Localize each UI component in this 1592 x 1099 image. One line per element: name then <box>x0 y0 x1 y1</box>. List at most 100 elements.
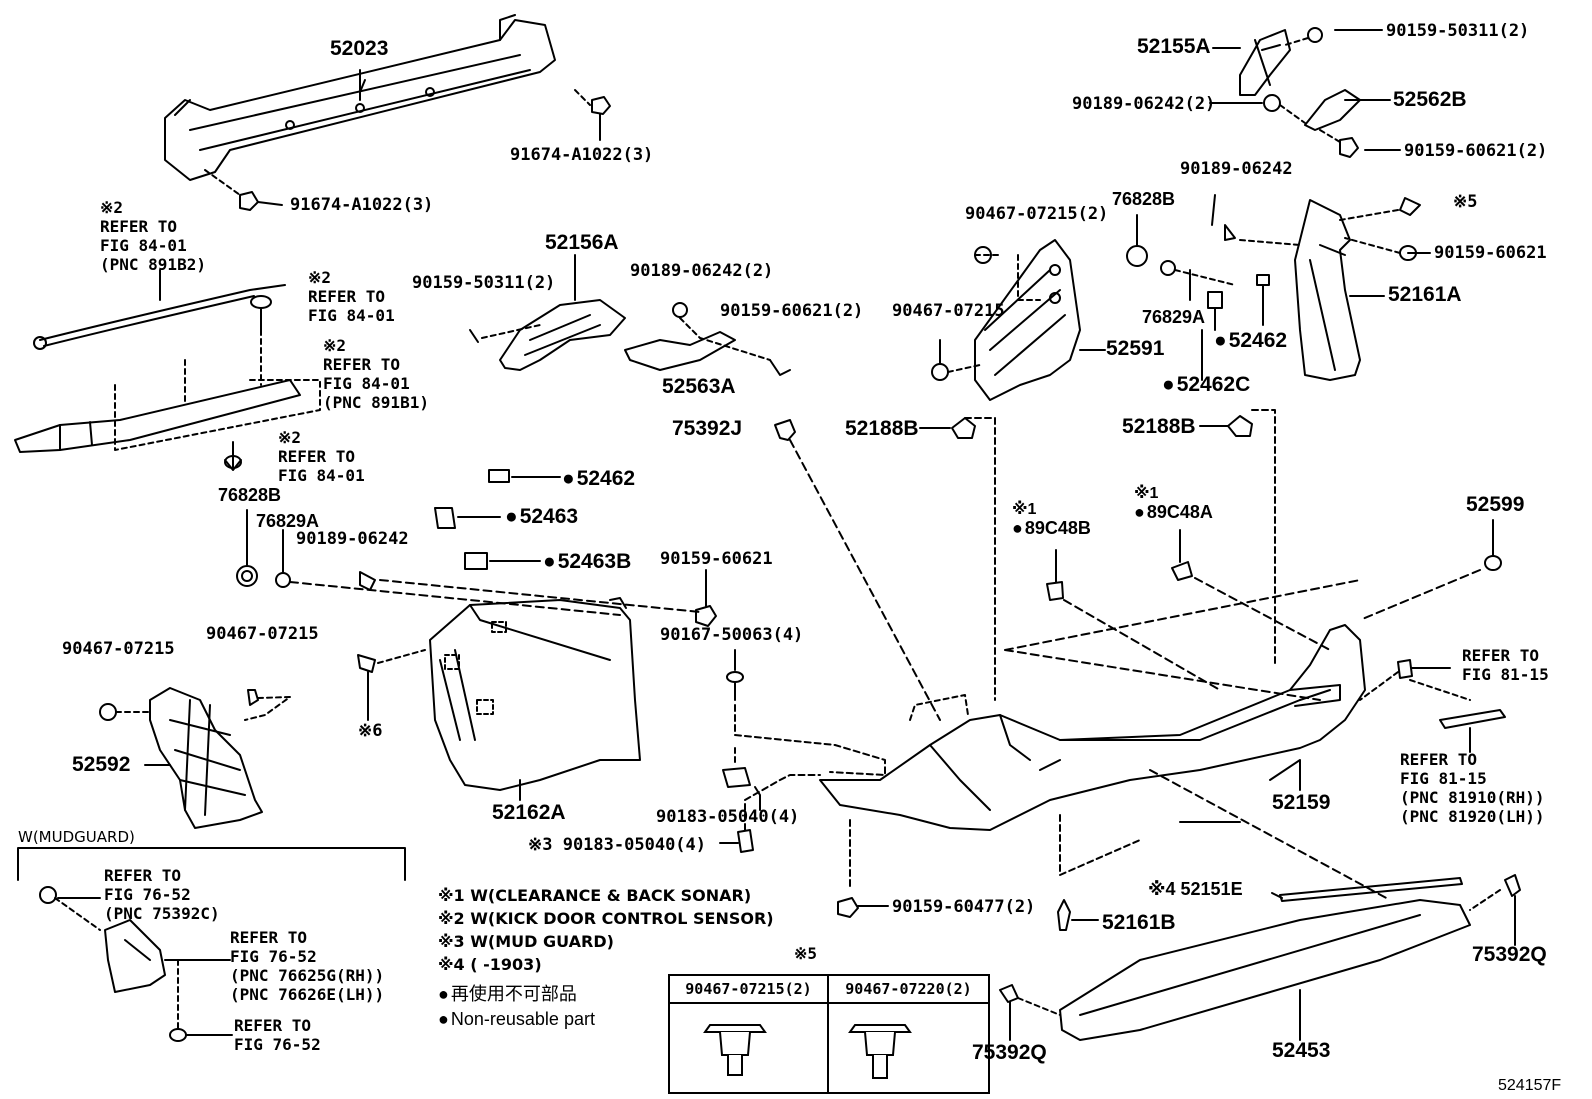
part-number: 89C48B <box>1012 519 1091 538</box>
part-label-52155a: 52155A <box>1137 35 1211 58</box>
part-label-90183-05040-b: ※3 90183-05040(4) <box>528 835 707 855</box>
ref-line: REFER TO <box>104 866 182 885</box>
part-label-90467-07215-upper: 90467-07215 <box>892 301 1005 321</box>
ref-line: REFER TO <box>308 287 386 306</box>
ref-line: (PNC 891B2) <box>100 255 206 274</box>
clip-fig81 <box>1359 659 1506 753</box>
part-label-90159-50311-mid: 90159-50311(2) <box>412 273 556 293</box>
part-label-52592: 52592 <box>72 753 131 776</box>
ref-line: FIG 76-52 <box>230 947 317 966</box>
grommet-76829A-right <box>1160 260 1236 301</box>
ref-line: REFER TO <box>323 355 401 374</box>
ref-line: FIG 84-01 <box>323 374 410 393</box>
part-52462-mid <box>488 469 561 483</box>
part-52462-right <box>1201 274 1270 381</box>
ref-line: FIG 84-01 <box>100 236 187 255</box>
part-label-90159-60621-2-right: 90159-60621(2) <box>1404 141 1548 161</box>
bumper-reinforcement-52023 <box>164 14 556 181</box>
part-label-90189-06242-mid: 90189-06242 <box>296 529 409 549</box>
screw-90167 <box>726 649 886 776</box>
fastener-table: 90467-07215(2) 90467-07220(2) <box>668 974 990 1094</box>
bracket-52155A <box>1239 27 1323 96</box>
grommet-76829A-left <box>275 529 621 616</box>
part-label-52562b: 52562B <box>1393 88 1467 111</box>
grommet-76828B-left <box>236 509 258 587</box>
part-label-90159-60621-right: 90159-60621 <box>1434 243 1547 263</box>
ref-asterisk: ※2 <box>278 428 302 447</box>
part-52463 <box>434 507 501 529</box>
note-3: ※3 W(MUD GUARD) <box>438 932 614 951</box>
ref-asterisk: ※2 <box>323 336 347 355</box>
part-label-52188b-right: 52188B <box>1122 415 1196 438</box>
legend-non-reusable-jp: 再使用不可部品 <box>438 985 577 1004</box>
screw-52599 <box>1359 519 1502 621</box>
part-label-52161b: 52161B <box>1102 911 1176 934</box>
bracket-52591 <box>931 239 1081 401</box>
part-label-52023: 52023 <box>330 37 389 60</box>
part-52463B <box>464 552 541 570</box>
part-label-90467-07215-2-upper: 90467-07215(2) <box>965 204 1109 224</box>
bracket-52156A <box>469 254 626 371</box>
sonar-89C48B <box>1046 549 1221 691</box>
bracket-52592 <box>99 687 291 829</box>
fastener-table-col-1: 90467-07215(2) <box>670 976 827 1004</box>
part-label-52156a: 52156A <box>545 231 619 254</box>
fastener-table-col-2: 90467-07220(2) <box>829 976 988 1004</box>
part-label-76829a-right: 76829A <box>1142 307 1206 327</box>
part-label-76829a-left: 76829A <box>256 511 320 531</box>
part-label-52462c: 52462C <box>1162 374 1251 396</box>
part-label-52462-right: 52462 <box>1214 330 1287 352</box>
reference-fig84-clip: ※2 REFER TO FIG 84-01 <box>308 268 395 325</box>
part-label-91674-a1022-top: 91674-A1022(3) <box>510 145 654 165</box>
ref-line: (PNC 76625G(RH)) <box>230 966 385 985</box>
part-label-52591: 52591 <box>1106 337 1165 360</box>
part-label-52151e: ※4 52151E <box>1148 879 1243 899</box>
part-label-52159: 52159 <box>1272 791 1331 814</box>
mudguard-section-title: W(MUDGUARD) <box>18 828 135 846</box>
ref-line: FIG 76-52 <box>234 1035 321 1054</box>
part-label-90467-07215-left2: 90467-07215 <box>206 624 319 644</box>
part-label-52463b: 52463B <box>543 551 632 573</box>
ref-line: (PNC 81920(LH)) <box>1400 807 1545 826</box>
reference-mudguard-top: REFER TO FIG 76-52 (PNC 75392C) <box>104 866 220 923</box>
ref-line: REFER TO <box>1462 646 1540 665</box>
screw-asterisk6 <box>357 649 426 721</box>
note-4: ※4 ( -1903) <box>438 955 542 974</box>
bolt-90159-60477 <box>837 897 889 918</box>
part-label-76828b-left: 76828B <box>218 485 282 505</box>
legend-non-reusable-en: Non-reusable part <box>438 1010 595 1029</box>
part-label-asterisk6: ※6 <box>358 721 383 741</box>
ref-asterisk: ※2 <box>308 268 332 287</box>
part-label-90159-60477: 90159-60477(2) <box>892 897 1036 917</box>
part-label-52462-mid: 52462 <box>562 468 635 490</box>
note-2: ※2 W(KICK DOOR CONTROL SENSOR) <box>438 909 774 928</box>
ref-line: FIG 84-01 <box>308 306 395 325</box>
part-label-52599: 52599 <box>1466 493 1525 516</box>
part-label-89c48b: ※1 89C48B <box>1012 500 1091 538</box>
screw-90189-mid <box>359 571 701 613</box>
clip-75392J <box>774 419 941 721</box>
part-label-90159-50311-right: 90159-50311(2) <box>1386 21 1530 41</box>
reference-fig84-pnc891b1: ※2 REFER TO FIG 84-01 (PNC 891B1) <box>323 336 429 412</box>
clip-52188B-left <box>919 417 996 701</box>
retainer-52161B <box>1057 899 1099 931</box>
part-label-75392q-right: 75392Q <box>1472 943 1547 966</box>
part-label-asterisk5-right: ※5 <box>1453 192 1478 212</box>
fastener-table-divider <box>827 976 829 1092</box>
ref-line: (PNC 891B1) <box>323 393 429 412</box>
ref-line: FIG 81-15 <box>1462 665 1549 684</box>
pin-fig84 <box>224 441 242 471</box>
panel-52162A <box>429 597 641 791</box>
reference-mudguard-bottom: REFER TO FIG 76-52 <box>234 1016 321 1054</box>
ref-line: REFER TO <box>100 217 178 236</box>
ref-line: REFER TO <box>234 1016 312 1035</box>
reference-mudguard-mid: REFER TO FIG 76-52 (PNC 76625G(RH)) (PNC… <box>230 928 384 1004</box>
molding-52151E <box>1149 769 1463 902</box>
ref-line: REFER TO <box>278 447 356 466</box>
part-label-90189-06242-2-right: 90189-06242(2) <box>1072 94 1216 114</box>
reference-fig81-pnc: REFER TO FIG 81-15 (PNC 81910(RH)) (PNC … <box>1400 750 1545 826</box>
part-label-76828b-right: 76828B <box>1112 189 1176 209</box>
note-1: ※1 W(CLEARANCE & BACK SONAR) <box>438 886 752 905</box>
part-label-52453: 52453 <box>1272 1039 1331 1062</box>
